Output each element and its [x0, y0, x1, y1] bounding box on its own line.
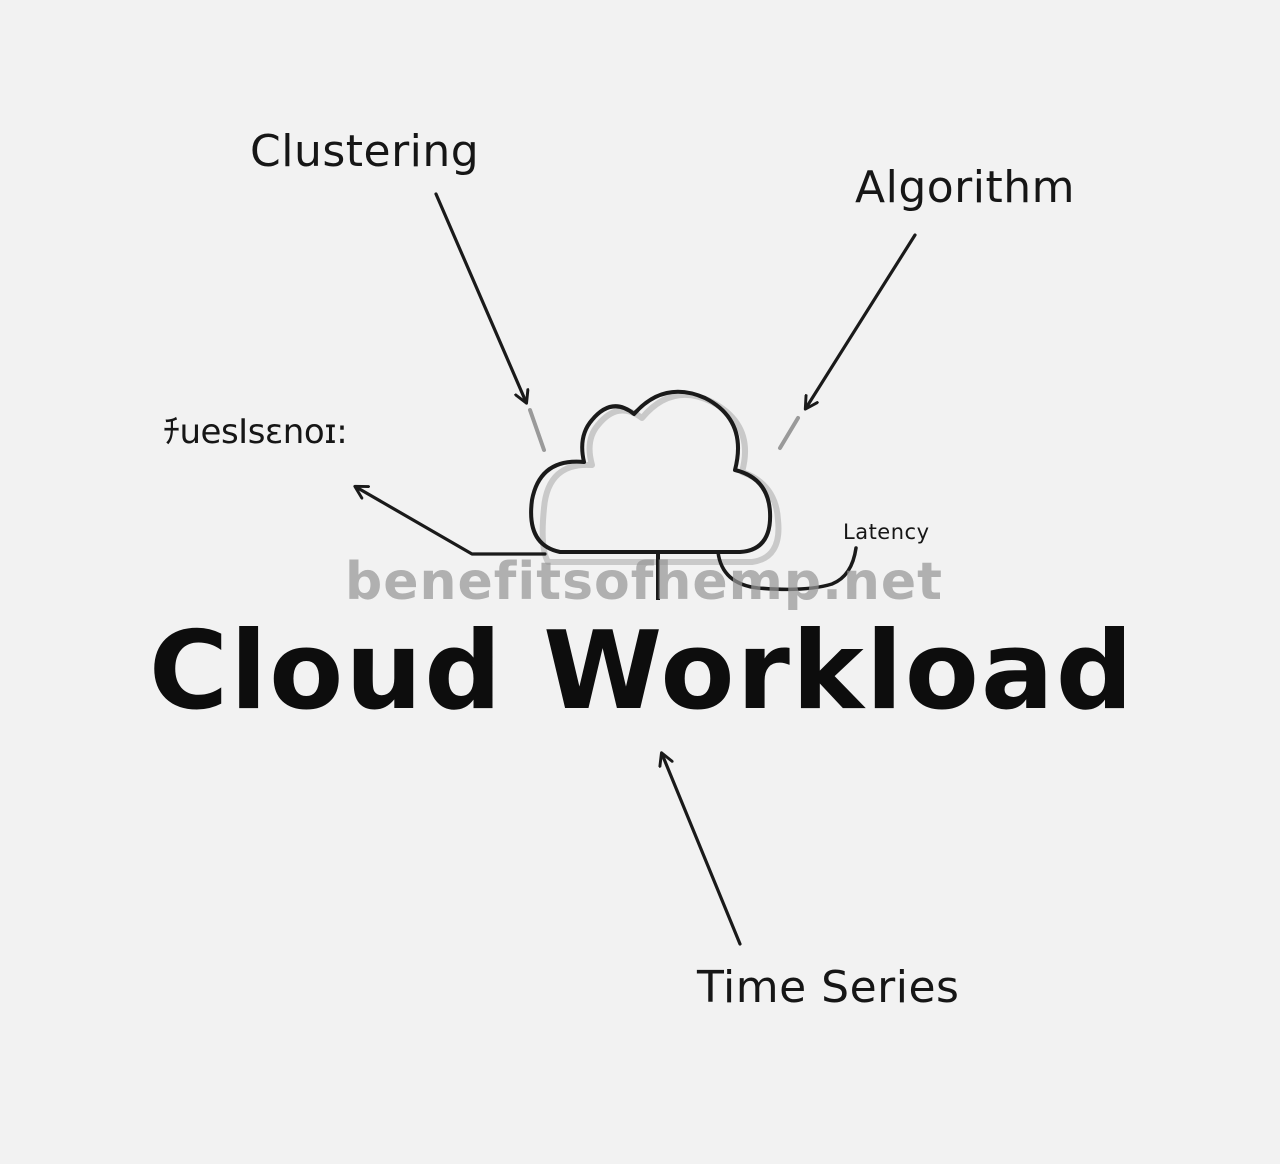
garbled-label: ﾁuesIsɛnoɪ:: [163, 412, 348, 452]
cloud-shadow: [539, 391, 782, 565]
garbled-arrow: [356, 487, 547, 556]
time-series-arrow: [662, 754, 742, 946]
algorithm-arrow: [806, 233, 917, 408]
latency-label: Latency: [843, 520, 930, 544]
watermark: benefitsofhemp.net: [345, 552, 943, 612]
cloud-icon: [529, 389, 773, 554]
algorithm-arrow-tail: [778, 416, 800, 450]
algorithm-label: Algorithm: [855, 162, 1075, 213]
clustering-arrow-tail: [528, 408, 546, 452]
time-series-label: Time Series: [697, 962, 960, 1013]
diagram-title: Cloud Workload: [148, 609, 1136, 734]
clustering-arrow: [434, 192, 526, 402]
clustering-label: Clustering: [250, 126, 480, 177]
latency-connector: [716, 546, 858, 592]
